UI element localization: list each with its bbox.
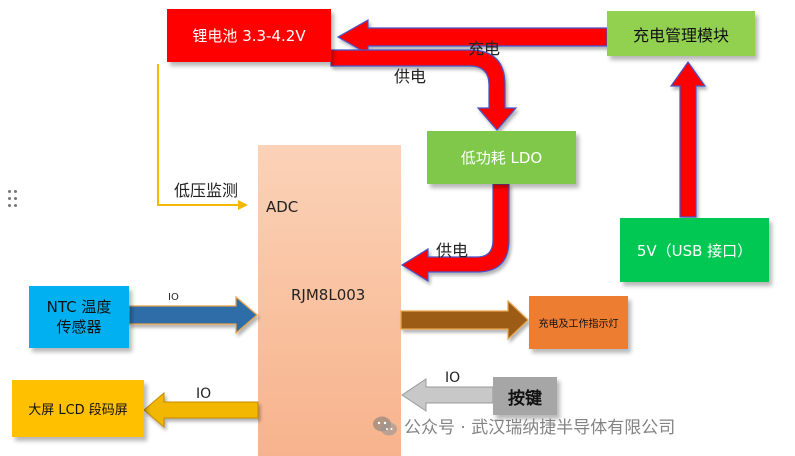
drag-handle-icon[interactable]: [8, 190, 22, 210]
arrow-charge: [336, 18, 608, 56]
label-io-lcd: IO: [196, 386, 212, 402]
mcu-adc-label: ADC: [266, 198, 299, 216]
label-charge: 充电: [468, 39, 501, 58]
arrow-supply-mcu: [400, 183, 510, 283]
label-supply-top: 供电: [394, 67, 427, 86]
lcd-node: 大屏 LCD 段码屏: [12, 380, 144, 437]
label-io-ntc: IO: [168, 292, 179, 303]
arrow-led: [400, 299, 529, 341]
mcu-block: [258, 145, 401, 456]
arrow-low-voltage: [157, 64, 248, 210]
charger-node: 充电管理模块: [607, 11, 755, 56]
ntc-node: NTC 温度 传感器: [29, 286, 129, 348]
arrow-supply-top: [330, 49, 518, 131]
label-io-key: IO: [445, 370, 461, 386]
watermark: 公众号 · 武汉瑞纳捷半导体有限公司: [372, 413, 675, 438]
wechat-icon: [373, 416, 397, 435]
led-node: 充电及工作指示灯: [529, 296, 628, 349]
ldo-node: 低功耗 LDO: [427, 131, 576, 184]
arrow-usb-to-charger: [669, 60, 707, 218]
mcu-name-label: RJM8L003: [291, 286, 366, 304]
usb-node: 5V（USB 接口）: [620, 218, 769, 282]
label-supply-mcu: 供电: [436, 241, 469, 260]
battery-node: 锂电池 3.3-4.2V: [167, 9, 331, 62]
label-low-voltage: 低压监测: [174, 181, 239, 200]
arrow-io-lcd: [143, 391, 259, 429]
arrow-io-key: [401, 378, 494, 412]
watermark-text: 公众号 · 武汉瑞纳捷半导体有限公司: [404, 418, 676, 438]
arrow-io-ntc: [128, 295, 258, 335]
key-node[interactable]: 按键: [493, 377, 557, 415]
